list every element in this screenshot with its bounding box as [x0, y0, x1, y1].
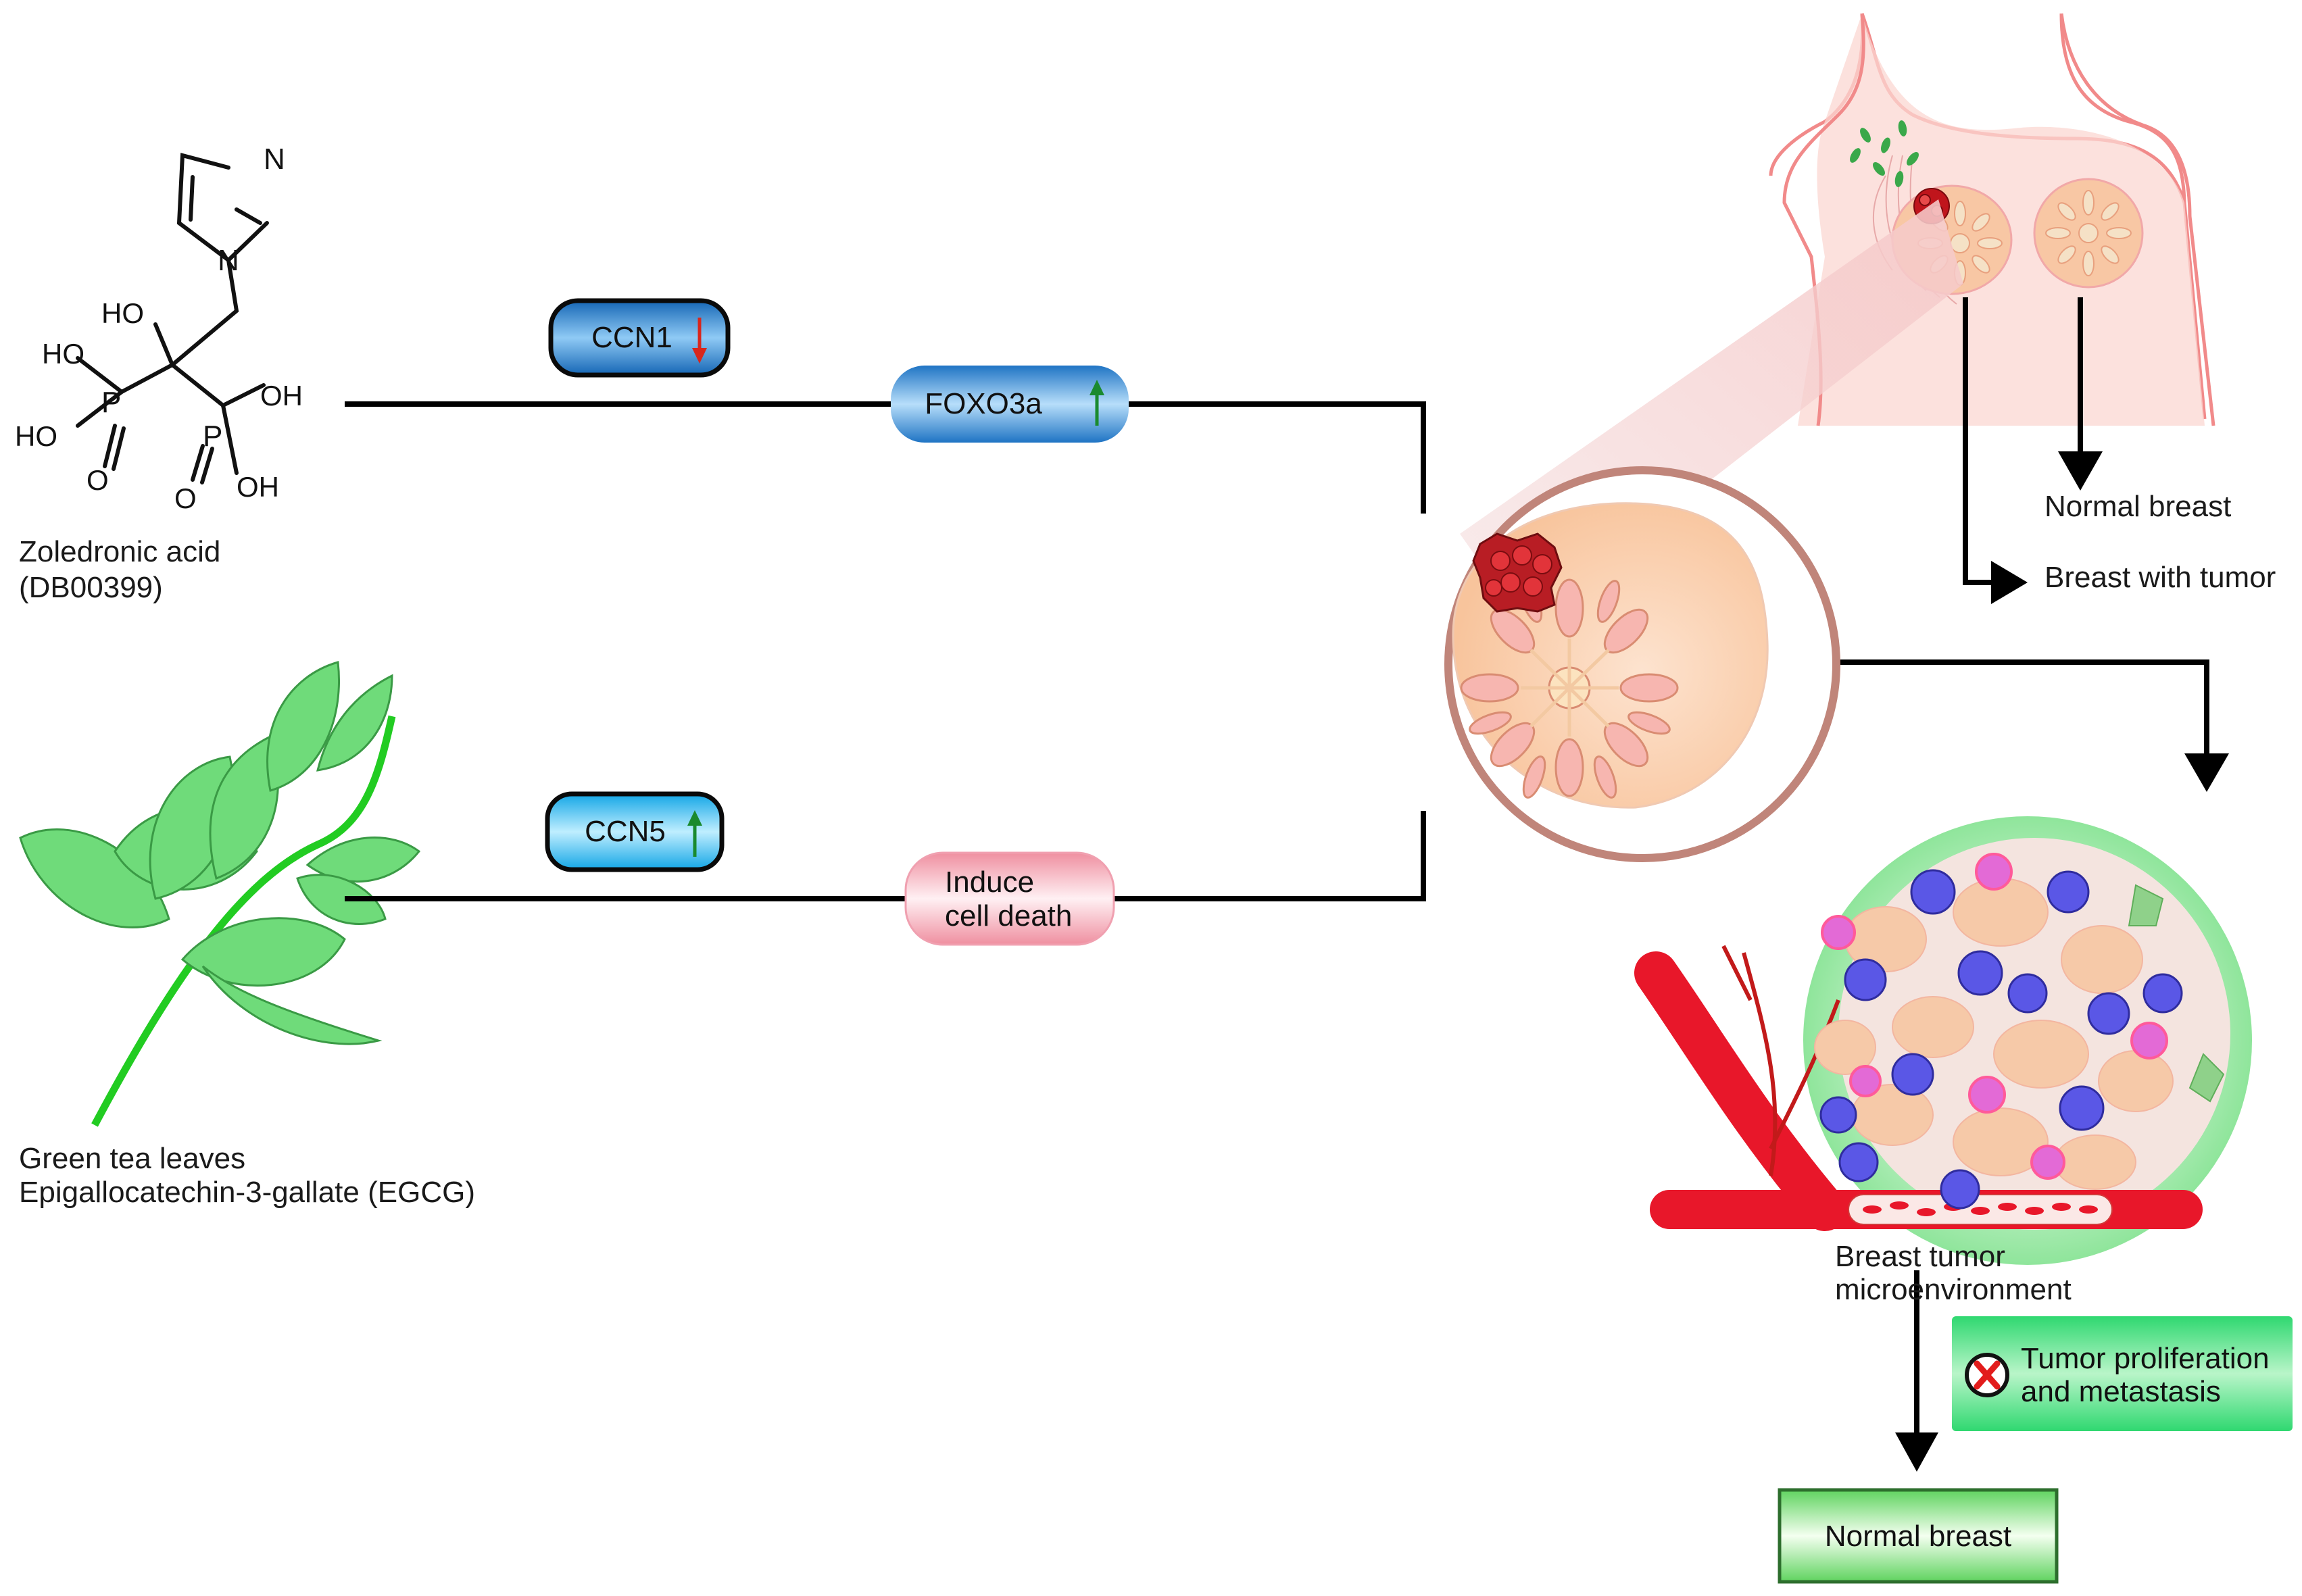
- tan-stromal-cells: [1814, 878, 2174, 1190]
- zoledronic-acid-structure: [76, 153, 269, 484]
- up-arrow-icon: [687, 810, 702, 857]
- down-arrow-icon: [692, 318, 707, 364]
- tumor-mass-icon: [1472, 532, 1563, 613]
- arrowhead-normal: [2058, 451, 2103, 491]
- inhibited-line2: and metastasis: [2021, 1375, 2221, 1408]
- oxygen-right-label: O: [174, 482, 197, 514]
- inhibited-effect-box: Tumor proliferation and metastasis: [1952, 1316, 2293, 1431]
- normal-breast-lobules: [2045, 190, 2132, 276]
- green-fibroblasts: [2128, 884, 2225, 1103]
- circle-to-tme-connector: [1798, 659, 2209, 757]
- outcome-box: Normal breast: [1778, 1488, 2059, 1584]
- hydroxyl-left-label: HO: [42, 338, 84, 370]
- phosphorus-right-label: P: [203, 420, 222, 453]
- zoledronic-acid-name: Zoledronic acid: [19, 535, 221, 568]
- inhibited-line1: Tumor proliferation: [2021, 1342, 2270, 1375]
- outcome-label: Normal breast: [1825, 1520, 2011, 1553]
- hydroxyl-top-label: HO: [101, 297, 144, 329]
- pathway-connectors: [345, 401, 1426, 901]
- egcg-name: Epigallocatechin-3-gallate (EGCG): [19, 1176, 475, 1209]
- ccn1-node: CCN1: [548, 298, 731, 378]
- green-particles-icon: [1850, 120, 1919, 187]
- ccn1-label: CCN1: [591, 321, 672, 354]
- pink-tam-cells: [1821, 853, 2168, 1180]
- green-tea-name: Green tea leaves: [19, 1142, 246, 1175]
- green-tea-branch-illustration: [19, 661, 421, 1127]
- induce-cell-death-node: Induce cell death: [904, 851, 1115, 946]
- up-arrow-icon: [1089, 380, 1104, 426]
- capillaries: [1721, 945, 1840, 1176]
- cell-death-line1: Induce: [945, 866, 1034, 899]
- zoledronic-acid-id: (DB00399): [19, 571, 163, 604]
- breast-zoom-circle: [1444, 466, 1840, 862]
- phosphorus-left-label: P: [101, 386, 121, 419]
- linker-n-atom: N: [218, 244, 239, 277]
- blood-vessel-diagonal: [1634, 951, 1846, 1231]
- hydroxyl-right-label: OH: [260, 380, 303, 412]
- foxo3a-node: FOXO3a: [891, 366, 1129, 443]
- foxo3a-label: FOXO3a: [925, 387, 1042, 420]
- oxygen-left-label: O: [87, 464, 109, 496]
- normal-breast-label: Normal breast: [2044, 490, 2232, 523]
- blue-immune-cells: [1819, 869, 2183, 1210]
- hydroxyl-left2-label: HO: [15, 420, 57, 452]
- hydroxyl-bottom-label: OH: [237, 471, 279, 503]
- ccn5-label: CCN5: [585, 815, 666, 848]
- inhibit-x-icon: [1965, 1353, 2009, 1397]
- arrowhead-tme: [2184, 753, 2229, 792]
- cell-death-line2: cell death: [945, 899, 1072, 932]
- breast-with-tumor-label: Breast with tumor: [2044, 561, 2276, 594]
- lobule-ducts: [1521, 639, 1619, 737]
- arrowhead-tumor: [1991, 561, 2028, 604]
- ccn5-node: CCN5: [545, 791, 725, 872]
- arrowhead-outcome: [1895, 1432, 1938, 1472]
- tme-label-line2: microenvironment: [1835, 1273, 2072, 1306]
- tumor-microenvironment-illustration: [1634, 816, 2252, 1265]
- tme-label-line1: Breast tumor: [1835, 1240, 2005, 1273]
- ring-n-atom: N: [264, 143, 285, 176]
